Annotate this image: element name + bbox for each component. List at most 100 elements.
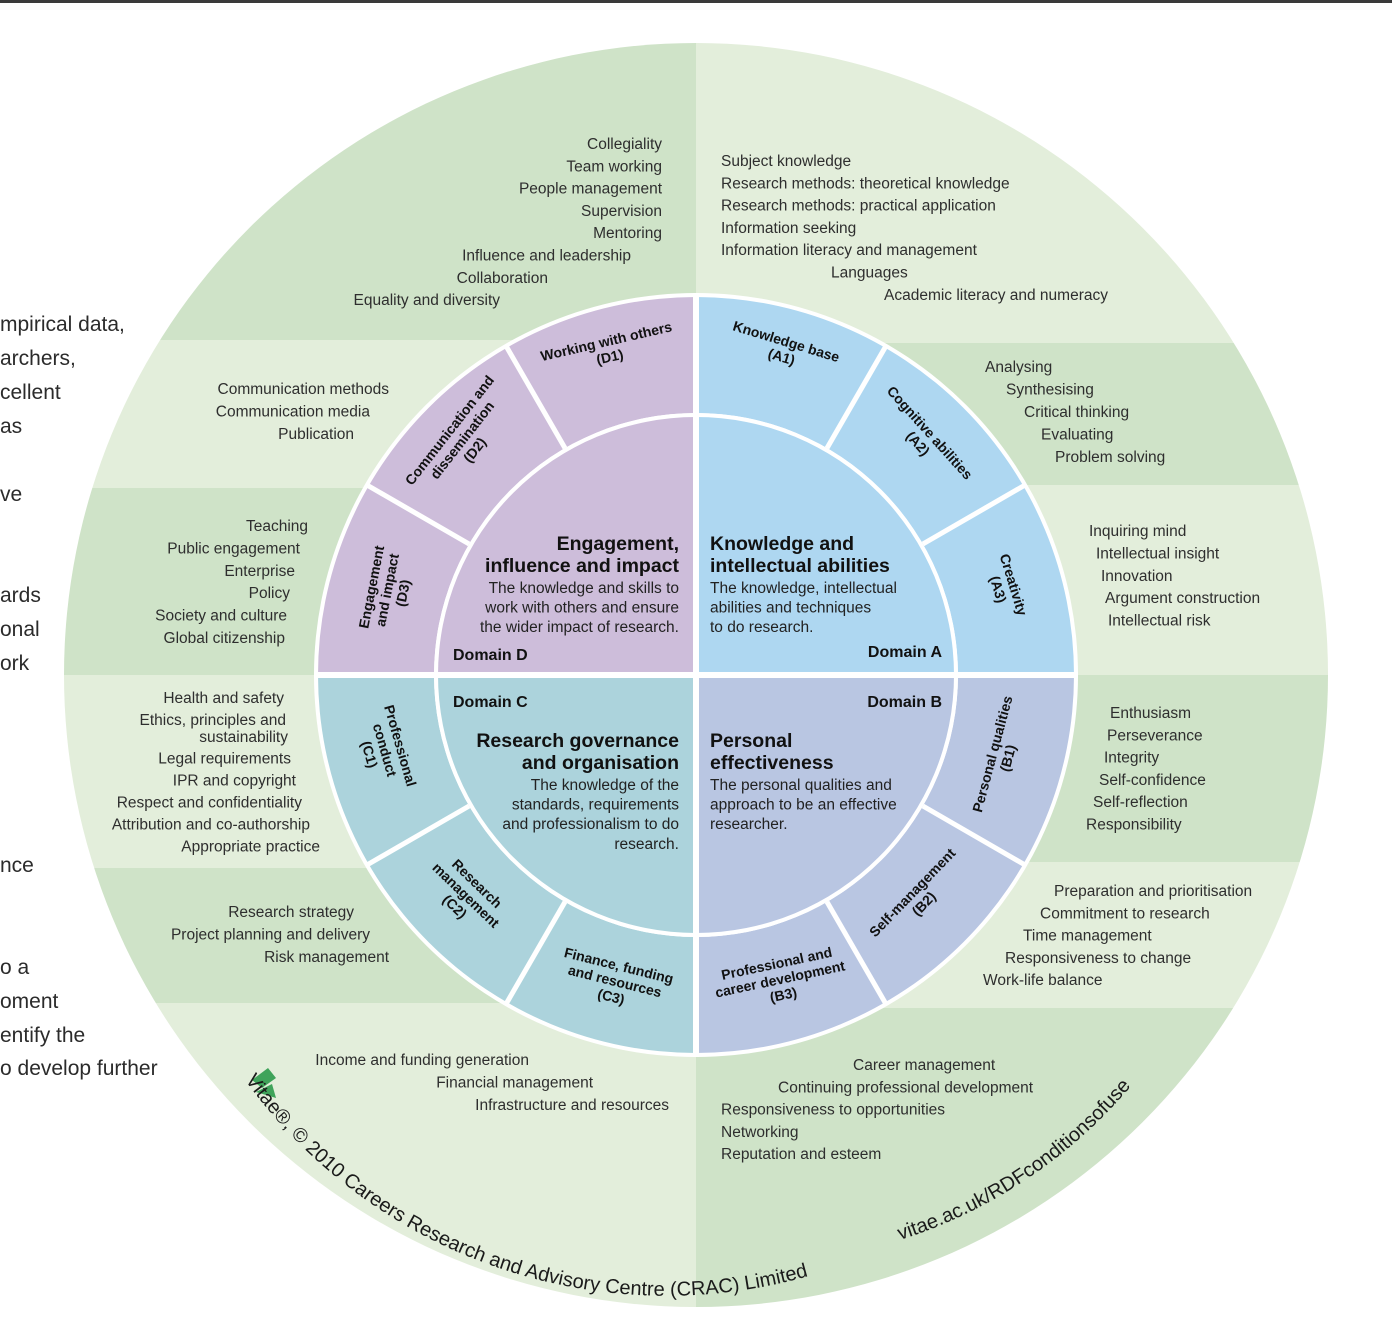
domain-D-title: Engagement,influence and impact: [485, 533, 679, 577]
skill-item: Public engagement: [167, 540, 300, 557]
skill-item: Information literacy and management: [721, 242, 978, 259]
domain-desc-line: The personal qualities and: [710, 777, 892, 794]
skill-item: Appropriate practice: [181, 838, 320, 855]
skill-item: Information seeking: [721, 220, 856, 237]
domain-title-line: Knowledge and: [710, 533, 854, 555]
domain-desc-line: work with others and ensure: [484, 600, 679, 617]
skill-item: Risk management: [264, 949, 390, 966]
skill-item: sustainability: [199, 729, 288, 746]
subdomain-label-line: (A1): [766, 345, 797, 368]
subdomain-label-line: (C3): [596, 985, 626, 1007]
subdomain-band-A: [696, 297, 1074, 675]
domain-desc-line: The knowledge of the: [531, 777, 679, 794]
skill-item: Commitment to research: [1040, 905, 1210, 922]
skill-item: Work-life balance: [983, 972, 1102, 989]
domain-desc-line: to do research.: [710, 619, 813, 636]
domain-C-label: Domain C: [453, 694, 528, 711]
skill-item: Mentoring: [593, 225, 662, 242]
outer-band: [64, 1003, 696, 1307]
skill-item: Policy: [249, 585, 291, 602]
domain-title-line: influence and impact: [485, 555, 679, 577]
domain-desc-line: standards, requirements: [512, 797, 679, 814]
domain-quadrant-B: [696, 675, 954, 933]
skill-item: Perseverance: [1107, 727, 1203, 744]
domain-C-description: The knowledge of the standards, requireme…: [502, 777, 679, 853]
skill-item: Publication: [278, 426, 354, 443]
domain-B-label: Domain B: [867, 694, 942, 711]
domain-desc-line: research.: [614, 836, 679, 853]
skill-item: Intellectual insight: [1096, 545, 1220, 562]
skill-item: Reputation and esteem: [721, 1146, 881, 1163]
skill-item: Evaluating: [1041, 427, 1113, 444]
subdomain-divider: [503, 900, 568, 1006]
skill-item: Argument construction: [1105, 590, 1260, 607]
subdomain-D3: Engagementand impact(D3): [355, 544, 418, 636]
skill-item: Collaboration: [457, 270, 548, 287]
skill-item: Languages: [831, 265, 908, 282]
skill-item: Equality and diversity: [354, 292, 501, 309]
subdomain-divider: [365, 803, 471, 868]
domain-A-label: Domain A: [868, 644, 943, 661]
subdomain-label-line: (D3): [392, 578, 413, 608]
skill-item: People management: [519, 181, 663, 198]
skill-item: Innovation: [1101, 568, 1173, 585]
skill-item: Responsiveness to opportunities: [721, 1102, 945, 1119]
subdomain-divider: [365, 482, 471, 547]
subdomain-band-B: [696, 675, 1074, 1053]
domain-title-line: effectiveness: [710, 752, 834, 774]
skill-item: Ethics, principles and: [140, 712, 286, 729]
domain-desc-line: and professionalism to do: [502, 816, 679, 833]
skill-item: Integrity: [1104, 750, 1159, 767]
skill-item: Time management: [1023, 928, 1152, 945]
domain-title-line: intellectual abilities: [710, 555, 890, 577]
vitae-logo-icon: [252, 1068, 276, 1098]
skill-item: Society and culture: [155, 608, 287, 625]
skill-item: Intellectual risk: [1108, 613, 1211, 630]
subdomain-label-line: (C1): [358, 739, 381, 770]
skill-item: Research methods: practical application: [721, 198, 996, 215]
skill-item: Team working: [566, 158, 662, 175]
skill-item: Preparation and prioritisation: [1054, 883, 1252, 900]
domain-quadrant-C: [438, 675, 696, 933]
skill-item: Infrastructure and resources: [475, 1097, 669, 1114]
skill-item: Financial management: [436, 1075, 594, 1092]
subdomain-band-D: [318, 297, 696, 675]
skill-item: Networking: [721, 1124, 799, 1141]
skill-item: Research strategy: [228, 904, 354, 921]
subdomain-divider: [503, 344, 568, 450]
subdomain-divider: [921, 482, 1027, 547]
skill-item: Project planning and delivery: [171, 927, 370, 944]
logo-leaf-top: [252, 1068, 276, 1088]
domain-title-line: Engagement,: [557, 533, 679, 555]
domain-core: [314, 293, 1078, 1057]
skill-item: Health and safety: [163, 690, 284, 707]
subdomain-divider: [921, 803, 1027, 868]
skill-item: Communication methods: [218, 381, 390, 398]
skill-item: Subject knowledge: [721, 153, 851, 170]
skill-item: Analysing: [985, 359, 1052, 376]
skill-item: Income and funding generation: [315, 1052, 529, 1069]
skill-item: Research methods: theoretical knowledge: [721, 175, 1010, 192]
skill-item: Attribution and co-authorship: [112, 816, 310, 833]
subdomain-label-line: (B1): [996, 743, 1019, 773]
skill-item: Synthesising: [1006, 382, 1094, 399]
skill-item: Teaching: [246, 518, 308, 535]
subdomain-divider: [824, 344, 889, 450]
skill-item: Self-reflection: [1093, 794, 1188, 811]
domain-quadrant-D: [438, 417, 696, 675]
